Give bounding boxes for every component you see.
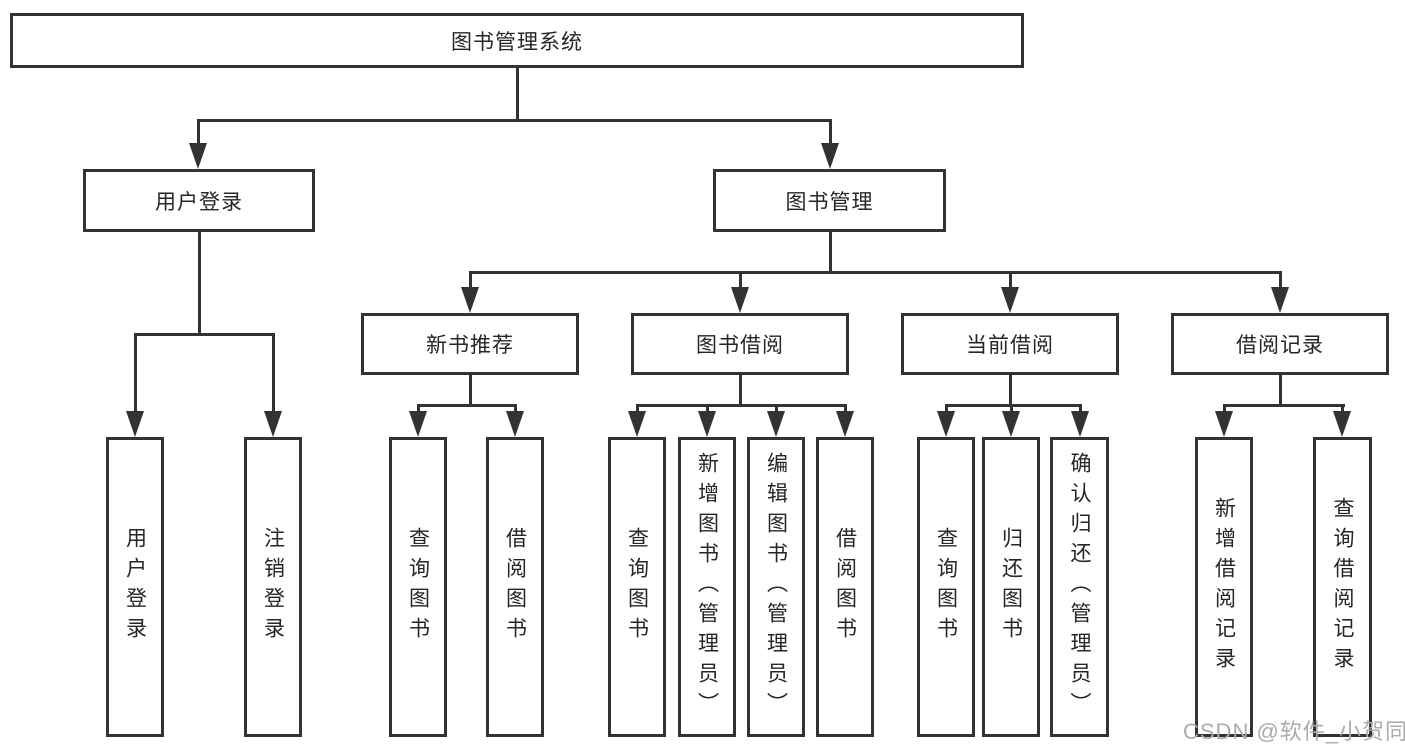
leaf-user-login: 用户登录 bbox=[106, 437, 164, 737]
connector-hline bbox=[196, 119, 832, 122]
node-label: 用户登录 bbox=[155, 190, 243, 214]
arrowhead-icon bbox=[1001, 287, 1019, 313]
arrowhead-icon bbox=[628, 411, 646, 437]
arrowhead-icon bbox=[836, 411, 854, 437]
connector-vline bbox=[1078, 404, 1082, 415]
connector-vline bbox=[828, 232, 832, 274]
leaf-edit-book-admin: 编辑图书（管理员） bbox=[747, 437, 805, 737]
node-label: 图书借阅 bbox=[696, 334, 784, 357]
node-label: 用户登录 bbox=[123, 527, 147, 647]
arrowhead-icon bbox=[461, 287, 479, 313]
node-label: 查询图书 bbox=[625, 527, 649, 647]
connector-vline bbox=[705, 404, 709, 415]
arrowhead-icon bbox=[126, 411, 144, 437]
node-user-login: 用户登录 bbox=[83, 169, 315, 232]
arrowhead-icon bbox=[189, 143, 207, 169]
leaf-add-book-admin: 新增图书（管理员） bbox=[678, 437, 736, 737]
leaf-query-books: 查询图书 bbox=[608, 437, 666, 737]
leaf-query-books: 查询图书 bbox=[389, 437, 447, 737]
arrowhead-icon bbox=[937, 411, 955, 437]
arrowhead-icon bbox=[821, 143, 839, 169]
leaf-add-borrow-record: 新增借阅记录 bbox=[1195, 437, 1253, 737]
connector-vline bbox=[515, 68, 519, 122]
node-label: 图书管理 bbox=[785, 190, 874, 214]
arrowhead-icon bbox=[1333, 411, 1351, 437]
node-label: 借阅记录 bbox=[1236, 334, 1324, 357]
node-book-borrowing: 图书借阅 bbox=[631, 313, 849, 375]
arrowhead-icon bbox=[731, 287, 749, 313]
connector-vline bbox=[196, 119, 200, 147]
connector-vline bbox=[1008, 271, 1012, 289]
connector-vline bbox=[416, 404, 420, 415]
connector-hline bbox=[635, 404, 847, 407]
connector-vline bbox=[1222, 404, 1226, 415]
leaf-logout: 注销登录 bbox=[244, 437, 302, 737]
connector-vline bbox=[271, 333, 275, 415]
connector-vline bbox=[843, 404, 847, 415]
node-book-management: 图书管理 bbox=[713, 169, 946, 232]
connector-vline bbox=[738, 374, 742, 407]
connector-vline bbox=[944, 404, 948, 415]
connector-vline bbox=[738, 271, 742, 289]
node-label: 查询图书 bbox=[934, 527, 958, 647]
node-label: 查询图书 bbox=[406, 527, 430, 647]
connector-vline bbox=[1278, 374, 1282, 407]
arrowhead-icon bbox=[264, 411, 282, 437]
node-borrowing-records: 借阅记录 bbox=[1171, 313, 1389, 375]
node-label: 注销登录 bbox=[261, 527, 285, 647]
connector-vline bbox=[133, 333, 137, 415]
leaf-query-books: 查询图书 bbox=[917, 437, 975, 737]
node-current-borrowing: 当前借阅 bbox=[901, 313, 1119, 375]
node-label: 当前借阅 bbox=[966, 334, 1054, 357]
arrowhead-icon bbox=[1271, 287, 1289, 313]
connector-vline bbox=[1009, 404, 1013, 415]
connector-vline bbox=[197, 232, 201, 336]
connector-hline bbox=[1222, 404, 1345, 407]
connector-hline bbox=[416, 404, 517, 407]
node-label: 归还图书 bbox=[999, 527, 1023, 647]
node-label: 新增借阅记录 bbox=[1212, 497, 1236, 677]
connector-hline bbox=[468, 271, 1282, 274]
leaf-borrow-books: 借阅图书 bbox=[486, 437, 544, 737]
node-label: 新增图书（管理员） bbox=[695, 452, 719, 722]
connector-vline bbox=[1008, 374, 1012, 407]
arrowhead-icon bbox=[409, 411, 427, 437]
connector-hline bbox=[944, 404, 1082, 407]
leaf-borrow-books: 借阅图书 bbox=[816, 437, 874, 737]
node-label: 借阅图书 bbox=[503, 527, 527, 647]
leaf-query-borrow-record: 查询借阅记录 bbox=[1313, 437, 1372, 737]
connector-vline bbox=[774, 404, 778, 415]
node-label: 编辑图书（管理员） bbox=[764, 452, 788, 722]
node-new-book-recommendation: 新书推荐 bbox=[361, 313, 579, 375]
arrowhead-icon bbox=[1215, 411, 1233, 437]
node-label: 确认归还（管理员） bbox=[1068, 452, 1091, 722]
connector-hline bbox=[133, 333, 275, 336]
connector-vline bbox=[1340, 404, 1344, 415]
connector-vline bbox=[828, 119, 832, 147]
connector-vline bbox=[468, 271, 472, 289]
arrowhead-icon bbox=[767, 411, 785, 437]
arrowhead-icon bbox=[506, 411, 524, 437]
connector-vline bbox=[1278, 271, 1282, 289]
leaf-confirm-return-admin: 确认归还（管理员） bbox=[1050, 437, 1109, 737]
node-label: 新书推荐 bbox=[426, 334, 514, 357]
arrowhead-icon bbox=[1002, 411, 1020, 437]
connector-vline bbox=[468, 374, 472, 407]
leaf-return-books: 归还图书 bbox=[982, 437, 1040, 737]
arrowhead-icon bbox=[1071, 411, 1089, 437]
node-label: 借阅图书 bbox=[833, 527, 857, 647]
connector-vline bbox=[513, 404, 517, 415]
arrowhead-icon bbox=[698, 411, 716, 437]
node-library-management-system: 图书管理系统 bbox=[10, 13, 1024, 68]
connector-vline bbox=[635, 404, 639, 415]
node-label: 图书管理系统 bbox=[451, 30, 583, 54]
node-label: 查询借阅记录 bbox=[1331, 497, 1354, 677]
csdn-watermark: CSDN @软件_小贺同学 bbox=[1183, 719, 1405, 744]
